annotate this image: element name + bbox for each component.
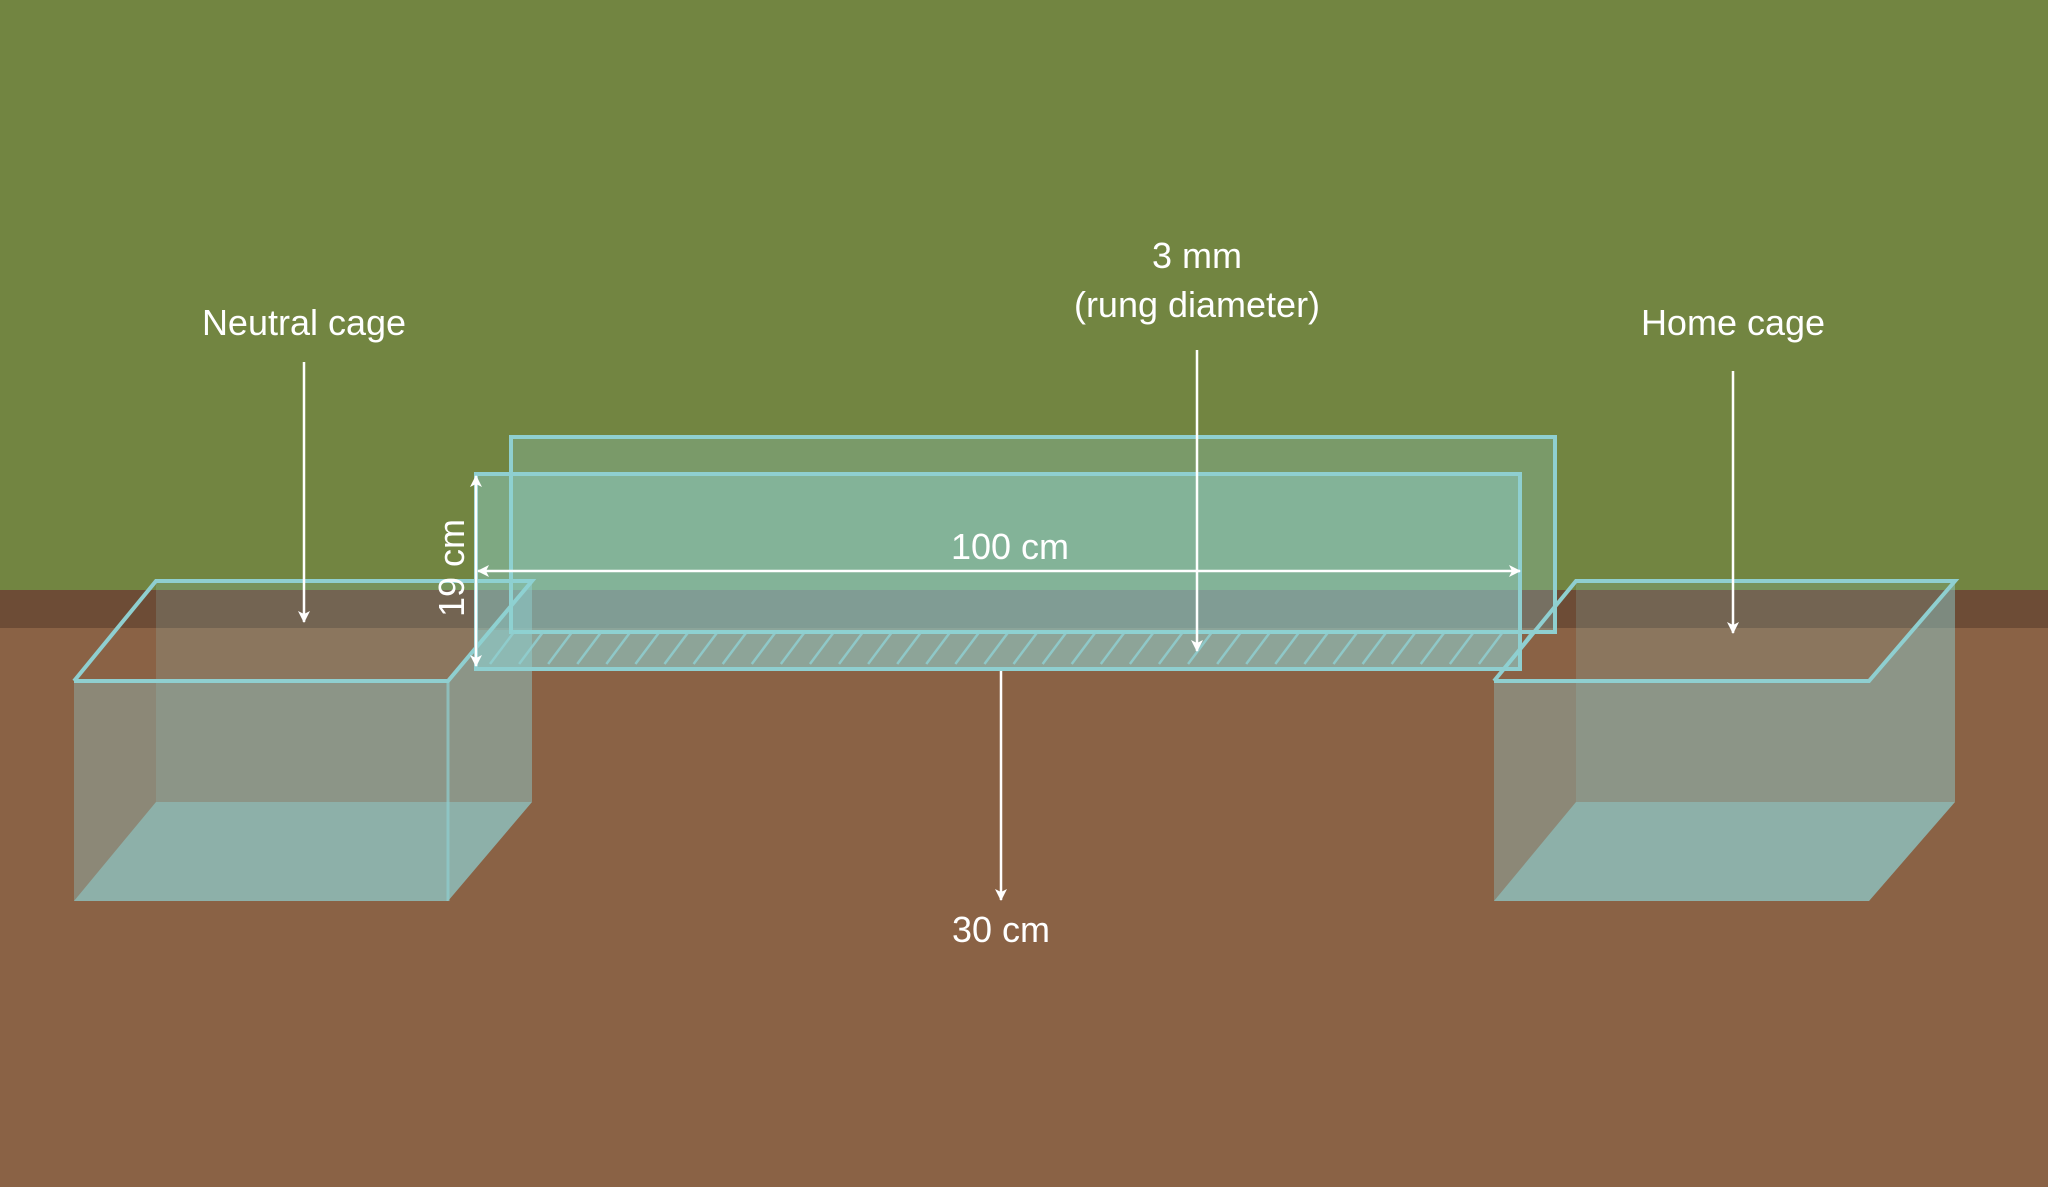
ladder-rung xyxy=(838,631,865,665)
length-label: 100 cm xyxy=(951,526,1069,567)
ladder-rung xyxy=(954,631,981,665)
elevation-label: 30 cm xyxy=(952,909,1050,950)
neutral-cage-top-rim xyxy=(72,579,537,683)
ladder-rungs xyxy=(489,631,1533,665)
home-cage xyxy=(1492,579,1960,901)
height-label: 19 cm xyxy=(431,519,472,617)
ladder-rung xyxy=(1332,631,1359,665)
neutral-cage-back-wall xyxy=(156,581,532,802)
home-cage-back-wall xyxy=(1576,581,1955,802)
ladder-rung xyxy=(808,631,835,665)
ladder-rung xyxy=(1099,631,1126,665)
ladder-floor-strip xyxy=(478,630,1518,667)
rung-description-label: (rung diameter) xyxy=(1074,284,1320,325)
neutral-cage-bottom xyxy=(74,802,532,901)
ladder-rung xyxy=(721,631,748,665)
neutral-cage-right-wall xyxy=(448,581,532,901)
ladder-rung xyxy=(867,631,894,665)
neutral-cage-front-wall xyxy=(74,681,448,901)
ladder-rung xyxy=(692,631,719,665)
ladder-rung xyxy=(1419,631,1446,665)
ladder-rung xyxy=(1070,631,1097,665)
ladder-rung xyxy=(489,631,515,665)
home-cage-bottom xyxy=(1494,802,1955,901)
ladder-rung xyxy=(1361,631,1388,665)
ladder-rung xyxy=(518,631,545,665)
ladder-rung xyxy=(1507,631,1533,665)
home-cage-right-wall xyxy=(1869,581,1955,901)
ladder-rung xyxy=(896,631,923,665)
ladder-rung xyxy=(1157,631,1184,665)
ladder-rung xyxy=(983,631,1010,665)
ladder-rung xyxy=(1390,631,1417,665)
ladder-rung xyxy=(1216,631,1243,665)
floor-edge xyxy=(0,590,2048,628)
home-cage-top-rim xyxy=(1492,579,1960,683)
ladder-rung xyxy=(1274,631,1301,665)
ladder-rung xyxy=(1448,631,1475,665)
wall-background xyxy=(0,0,2048,590)
ladder-rung xyxy=(1303,631,1330,665)
ladder-rung xyxy=(605,631,632,665)
ladder-rung xyxy=(1041,631,1068,665)
ladder-back-panel xyxy=(509,435,1557,634)
ladder-rung xyxy=(1245,631,1272,665)
floor-background xyxy=(0,628,2048,1187)
neutral-cage-label: Neutral cage xyxy=(202,302,406,343)
ladder-rung xyxy=(779,631,806,665)
ladder-rung xyxy=(634,631,661,665)
neutral-cage xyxy=(72,579,537,901)
ladder-rung xyxy=(663,631,690,665)
ladder-rung xyxy=(1012,631,1039,665)
rung-size-label: 3 mm xyxy=(1152,235,1242,276)
ladder-rung xyxy=(547,631,574,665)
home-cage-front-wall xyxy=(1494,681,1869,901)
ladder-rung xyxy=(1128,631,1155,665)
ladder-rung xyxy=(576,631,603,665)
ladder-rung xyxy=(1477,631,1504,665)
ladder-rung xyxy=(750,631,777,665)
home-cage-label: Home cage xyxy=(1641,302,1825,343)
ladder-rung xyxy=(925,631,952,665)
